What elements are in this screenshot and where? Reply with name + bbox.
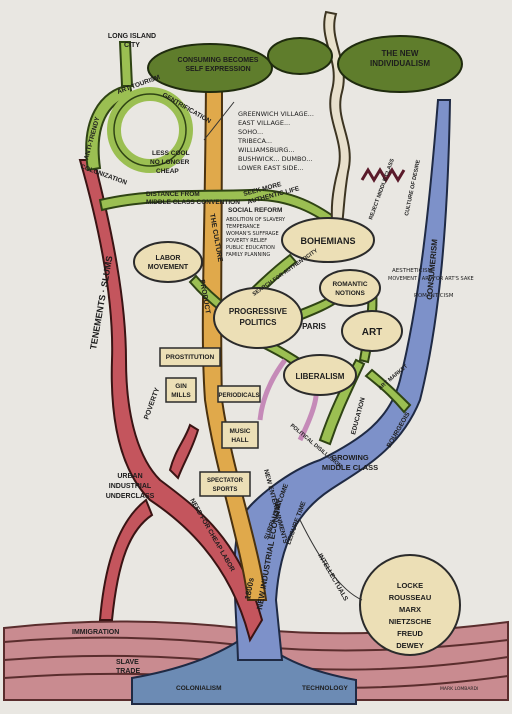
box-gin-mills	[165, 377, 197, 403]
label-self-expression: SELF EXPRESSION	[185, 66, 250, 73]
label-politics: POLITICS	[240, 318, 278, 327]
leader-lines	[203, 101, 363, 601]
label-movement: MOVEMENT	[148, 264, 189, 271]
label-urban: URBAN	[117, 473, 142, 480]
red-root	[98, 498, 154, 621]
label-art-for-art: MOVEMENT · ART FOR ART'S SAKE	[388, 276, 474, 282]
box-periodicals	[217, 385, 261, 403]
label-reform-temperance: TEMPERANCE	[225, 224, 260, 230]
label-gin: GIN	[175, 383, 187, 390]
label-trade: TRADE	[116, 668, 140, 675]
label-reform-family: FAMILY PLANNING	[226, 252, 270, 258]
label-middle-class: MIDDLE CLASS	[322, 463, 378, 472]
label-lower-east: LOWER EAST SIDE...	[238, 164, 304, 172]
label-rousseau: ROUSSEAU	[389, 593, 432, 602]
label-periodicals: PERIODICALS	[218, 393, 259, 399]
label-industrial: INDUSTRIAL	[109, 483, 152, 490]
label-reform-abolition: ABOLITION OF SLAVERY	[226, 217, 286, 223]
label-tribeca: TRIBECA...	[237, 137, 272, 145]
label-progressive: PROGRESSIVE	[229, 307, 288, 316]
label-locke: LOCKE	[397, 581, 423, 590]
label-freud: FREUD	[397, 629, 423, 638]
label-spectator: SPECTATOR	[207, 478, 244, 484]
label-soho: SOHO...	[238, 128, 263, 136]
label-romantic: ROMANTIC	[332, 281, 367, 288]
label-reform-suffrage: WOMAN'S SUFFRAGE	[226, 231, 279, 237]
label-slave: SLAVE	[116, 659, 139, 666]
node-progressive-politics	[213, 287, 303, 349]
canopy-self-expression	[147, 43, 273, 93]
node-labor-movement	[133, 241, 203, 283]
label-cheap: CHEAP	[156, 168, 179, 175]
label-notions: NOTIONS	[335, 290, 365, 297]
label-aestheticism: AESTHETICISM	[392, 268, 433, 274]
label-immigration: IMMIGRATION	[72, 629, 119, 636]
label-paris: PARIS	[302, 322, 327, 331]
label-greenwich: GREENWICH VILLAGE...	[238, 110, 314, 118]
label-sports: SPORTS	[213, 487, 238, 493]
node-liberalism	[283, 354, 357, 396]
label-music: MUSIC	[230, 428, 251, 435]
label-underclass: UNDERCLASS	[106, 493, 155, 500]
label-technology: TECHNOLOGY	[302, 685, 349, 692]
label-mills: MILLS	[171, 392, 191, 399]
label-bohemians: BOHEMIANS	[300, 236, 355, 246]
canopy-new-individualism	[337, 35, 463, 93]
long-island-twig	[118, 41, 134, 87]
social-reform-list: ABOLITION OF SLAVERY TEMPERANCE WOMAN'S …	[225, 217, 286, 258]
label-no-longer: NO LONGER	[150, 159, 190, 166]
label-liberalism: LIBERALISM	[296, 372, 345, 381]
label-new-individualism: INDIVIDUALISM	[370, 59, 430, 68]
thinkers-list: LOCKE ROUSSEAU MARX NIETZSCHE FREUD DEWE…	[389, 581, 432, 650]
label-dewey: DEWEY	[396, 641, 424, 650]
label-distance: DISTANCE FROM	[146, 191, 200, 198]
label-growing: GROWING	[331, 453, 369, 462]
blue-trunk	[233, 99, 452, 661]
red-twig	[168, 423, 200, 480]
node-art	[341, 310, 403, 352]
label-city: CITY	[124, 42, 140, 49]
label-signature: MARK LOMBARDI	[440, 686, 478, 692]
label-middle-class-conv: MIDDLE CLASS CONVENTION	[146, 199, 240, 206]
node-romantic-notions	[319, 269, 381, 307]
spike-marks	[360, 167, 406, 183]
label-hall: HALL	[231, 437, 248, 444]
label-bushwick: BUSHWICK... DUMBO...	[238, 155, 312, 163]
green-branch-anti-trendy	[85, 83, 134, 172]
label-reform-education: PUBLIC EDUCATION	[226, 245, 275, 251]
canopy-middle	[267, 37, 333, 75]
label-consuming: CONSUMING BECOMES	[178, 57, 259, 64]
label-labor: LABOR	[156, 255, 181, 262]
label-nietzsche: NIETZSCHE	[389, 617, 432, 626]
node-bohemians	[281, 217, 375, 263]
label-williamsburg: WILLIAMSBURG...	[238, 146, 295, 154]
label-social-reform: SOCIAL REFORM	[228, 207, 282, 214]
box-music-hall	[221, 421, 259, 449]
label-less-cool: LESS COOL	[152, 150, 190, 157]
box-prostitution	[159, 347, 221, 367]
box-spectator-sports	[199, 471, 251, 497]
neighborhood-list: GREENWICH VILLAGE... EAST VILLAGE... SOH…	[237, 110, 314, 172]
label-the-new: THE NEW	[382, 49, 419, 58]
label-prostitution: PROSTITUTION	[166, 354, 215, 361]
gentrification-loop-outline	[113, 93, 187, 167]
label-romanticism: ROMANTICISM	[414, 293, 454, 299]
label-colonialism: COLONIALISM	[176, 685, 222, 692]
label-reform-poverty: POVERTY RELIEF	[226, 238, 267, 244]
label-marx: MARX	[399, 605, 421, 614]
node-intellectuals	[359, 554, 461, 656]
label-long-island: LONG ISLAND	[108, 33, 156, 40]
green-branch-art-market	[364, 368, 412, 414]
lavender-branch-slummer	[257, 358, 288, 421]
label-east-village: EAST VILLAGE...	[238, 119, 290, 127]
label-art: ART	[362, 327, 383, 338]
label-1800s: 1800s	[243, 576, 256, 600]
